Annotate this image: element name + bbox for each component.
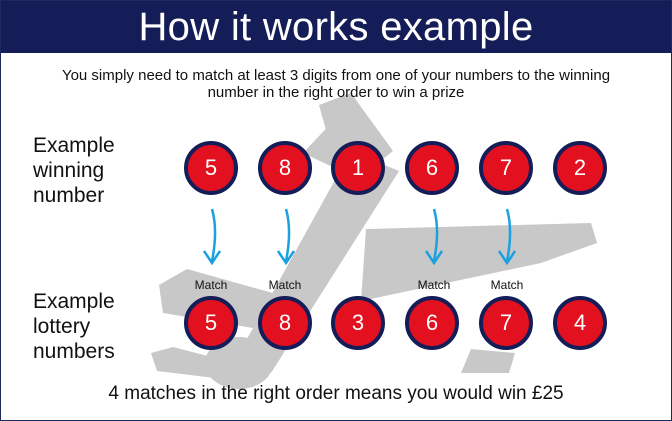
arrow-down-icon bbox=[276, 208, 296, 266]
winning-ball: 5 bbox=[184, 141, 238, 195]
arrow-down-icon bbox=[202, 208, 222, 266]
lottery-ball: 6 bbox=[405, 296, 459, 350]
label-line: lottery bbox=[33, 315, 91, 338]
lottery-ball: 5 bbox=[184, 296, 238, 350]
lottery-numbers-label: Example lottery numbers bbox=[33, 289, 115, 364]
winning-ball: 7 bbox=[479, 141, 533, 195]
winning-ball: 1 bbox=[331, 141, 385, 195]
winning-ball: 2 bbox=[553, 141, 607, 195]
label-line: Example bbox=[33, 134, 115, 157]
winning-number-label: Example winning number bbox=[33, 133, 115, 208]
label-line: Example bbox=[33, 290, 115, 313]
label-line: winning bbox=[33, 159, 105, 182]
label-line: number bbox=[33, 184, 105, 207]
result-summary: 4 matches in the right order means you w… bbox=[108, 383, 564, 404]
winning-ball: 6 bbox=[405, 141, 459, 195]
lottery-ball: 7 bbox=[479, 296, 533, 350]
match-label: Match bbox=[490, 278, 524, 292]
arrow-down-icon bbox=[424, 208, 444, 266]
label-line: numbers bbox=[33, 340, 115, 363]
arrow-down-icon bbox=[497, 208, 517, 266]
match-label: Match bbox=[268, 278, 302, 292]
match-label: Match bbox=[194, 278, 228, 292]
lottery-ball: 3 bbox=[331, 296, 385, 350]
lottery-ball: 8 bbox=[258, 296, 312, 350]
lottery-ball: 4 bbox=[553, 296, 607, 350]
match-label: Match bbox=[417, 278, 451, 292]
instruction-text: You simply need to match at least 3 digi… bbox=[61, 67, 611, 101]
winning-ball: 8 bbox=[258, 141, 312, 195]
page-title: How it works example bbox=[1, 1, 671, 53]
